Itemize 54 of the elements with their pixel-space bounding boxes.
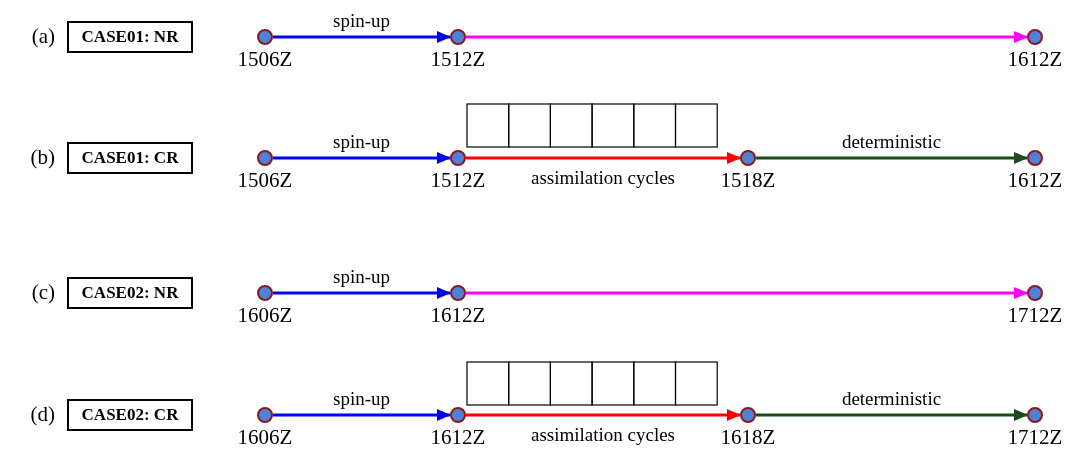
time-label: 1512Z	[430, 170, 486, 191]
time-label: 1506Z	[237, 170, 293, 191]
time-point-marker	[1027, 150, 1043, 166]
edge-label: deterministic	[839, 132, 944, 151]
time-label: 1612Z	[1007, 170, 1063, 191]
time-label: 1506Z	[237, 49, 293, 70]
edge-label: spin-up	[331, 132, 392, 151]
time-label: 1606Z	[237, 427, 293, 448]
time-point-marker	[257, 29, 273, 45]
arrow	[466, 31, 1028, 43]
arrow	[756, 409, 1028, 421]
time-label: 1612Z	[430, 305, 486, 326]
edge-label: spin-up	[331, 389, 392, 408]
time-label: 1606Z	[237, 305, 293, 326]
panel-letter: (b)	[30, 147, 55, 168]
arrow	[273, 409, 451, 421]
time-point-marker	[257, 285, 273, 301]
arrow	[466, 409, 741, 421]
panel-letter: (d)	[30, 404, 55, 425]
arrow	[756, 152, 1028, 164]
time-point-marker	[450, 407, 466, 423]
time-point-marker	[740, 150, 756, 166]
time-point-marker	[450, 285, 466, 301]
time-label: 1512Z	[430, 49, 486, 70]
edge-label: spin-up	[331, 11, 392, 30]
edge-label: assimilation cycles	[528, 425, 678, 444]
case-label: CASE01: NR	[67, 21, 193, 53]
time-label: 1618Z	[720, 427, 776, 448]
arrow	[466, 152, 741, 164]
time-point-marker	[257, 407, 273, 423]
arrow	[466, 287, 1028, 299]
case-label: CASE02: CR	[67, 399, 193, 431]
time-point-marker	[1027, 285, 1043, 301]
time-point-marker	[1027, 407, 1043, 423]
time-point-marker	[450, 29, 466, 45]
time-point-marker	[450, 150, 466, 166]
time-label: 1612Z	[1007, 49, 1063, 70]
time-label: 1712Z	[1007, 427, 1063, 448]
panel-letter: (a)	[31, 26, 55, 47]
time-point-marker	[257, 150, 273, 166]
panel-letter: (c)	[31, 282, 55, 303]
edge-label: deterministic	[839, 389, 944, 408]
time-label: 1612Z	[430, 427, 486, 448]
time-point-marker	[740, 407, 756, 423]
time-point-marker	[1027, 29, 1043, 45]
case-label: CASE01: CR	[67, 142, 193, 174]
arrow	[273, 31, 451, 43]
arrow	[273, 152, 451, 164]
arrow	[273, 287, 451, 299]
edge-label: assimilation cycles	[528, 168, 678, 187]
time-label: 1518Z	[720, 170, 776, 191]
edge-label: spin-up	[331, 267, 392, 286]
case-label: CASE02: NR	[67, 277, 193, 309]
time-label: 1712Z	[1007, 305, 1063, 326]
